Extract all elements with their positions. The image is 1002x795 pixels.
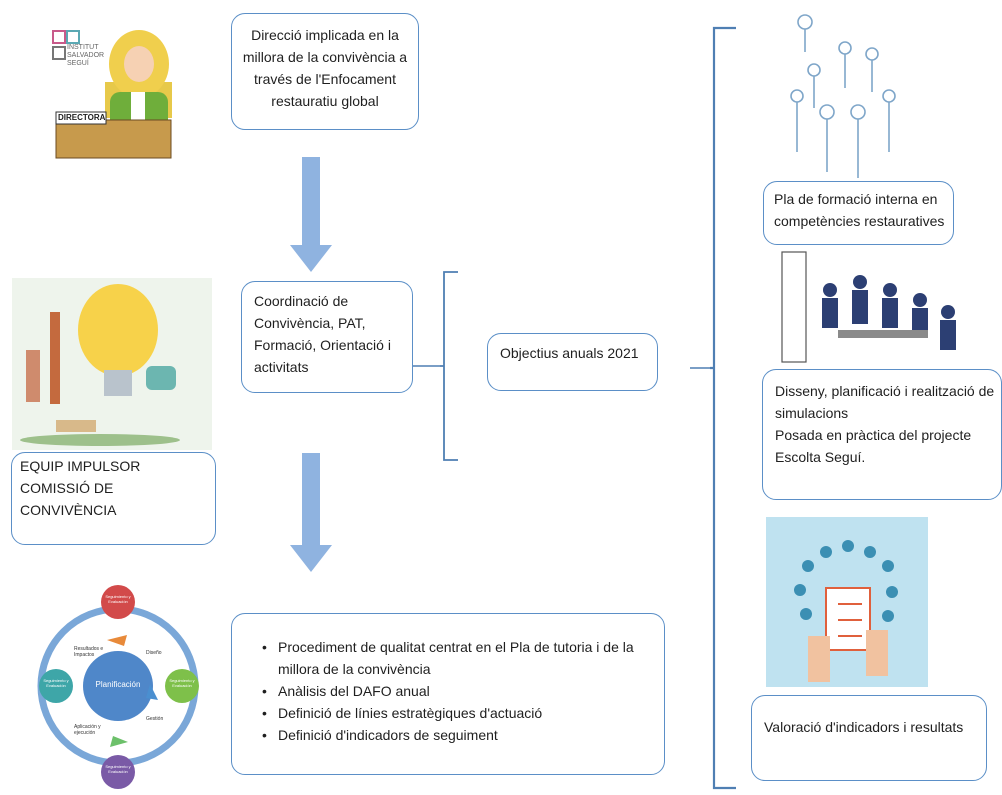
objectius-label: Objectius anuals 2021 (500, 345, 639, 361)
equip-line-3: CONVIVÈNCIA (20, 502, 117, 518)
coordinacio-line-3: Formació, Orientació i (254, 337, 391, 353)
logo-line-2: SALVADOR (67, 52, 105, 59)
direccio-box: Direcció implicada en la millora de la c… (231, 13, 419, 130)
cycle-label-results: Resultados e Impactos (74, 646, 104, 658)
coordinacio-line-4: activitats (254, 359, 309, 375)
logo-line-3: SEGUÍ (67, 60, 89, 67)
procediment-item-3: Definició de línies estratègiques d'actu… (262, 702, 650, 724)
objectius-box: Objectius anuals 2021 (487, 333, 658, 391)
simulacions-line-2: simulacions (775, 405, 849, 421)
logo-square-gray (52, 46, 66, 60)
small-brace (440, 271, 458, 461)
logo-square-teal (66, 30, 80, 44)
direccio-line-4: restauratiu global (271, 93, 379, 109)
cycle-node-bottom: Seguimiento y Evaluación (105, 764, 131, 774)
director-sign: DIRECTORA (58, 113, 106, 122)
school-logo: INSTITUT SALVADOR SEGUÍ (52, 30, 110, 90)
cycle-center-label: Planificación (95, 680, 141, 689)
equip-line-1: EQUIP IMPULSOR (20, 458, 141, 474)
valoracio-box: Valoració d'indicadors i resultats (751, 695, 987, 781)
logo-square-pink (52, 30, 66, 44)
logo-line-1: INSTITUT (67, 44, 99, 51)
down-arrow-2 (290, 453, 332, 572)
simulacions-box: Disseny, planificació i realització de s… (762, 369, 1002, 500)
formacio-line-1: Pla de formació interna en (774, 191, 938, 207)
procediment-item-2: Anàlisis del DAFO anual (262, 680, 650, 702)
procediment-box: Procediment de qualitat centrat en el Pl… (231, 613, 665, 775)
procediment-list: Procediment de qualitat centrat en el Pl… (256, 636, 650, 746)
simulacions-line-1: Disseny, planificació i realització de (775, 383, 995, 399)
procediment-item-4: Definició d'indicadors de seguiment (262, 724, 650, 746)
direccio-line-2: millora de la convivència a (242, 49, 408, 65)
direccio-line-3: través de l'Enfocament (254, 71, 396, 87)
procediment-item-1: Procediment de qualitat centrat en el Pl… (262, 636, 650, 680)
cycle-node-right: Seguimiento y Evaluación (169, 678, 195, 688)
simulacions-line-3: Posada en pràctica del projecte (775, 427, 972, 443)
cycle-label-application: Aplicación y ejecución (74, 724, 101, 736)
direccio-line-1: Direcció implicada en la (251, 27, 399, 43)
cycle-label-design: Diseño (146, 650, 162, 656)
equip-box: EQUIP IMPULSOR COMISSIÓ DE CONVIVÈNCIA (11, 452, 216, 545)
big-brace (710, 26, 736, 790)
simulacions-line-4: Escolta Seguí. (775, 449, 866, 465)
formacio-box: Pla de formació interna en competències … (763, 181, 954, 245)
down-arrow-1 (290, 157, 332, 272)
coordinacio-line-1: Coordinació de (254, 293, 349, 309)
cycle-node-top: Seguimiento y Evaluación (105, 594, 131, 604)
cycle-label-management: Gestión (146, 716, 164, 722)
coordinacio-line-2: Convivència, PAT, (254, 315, 366, 331)
equip-line-2: COMISSIÓ DE (20, 480, 114, 496)
formacio-line-2: competències restauratives (774, 213, 945, 229)
cycle-node-left: Seguimiento y Evaluación (43, 678, 69, 688)
valoracio-label: Valoració d'indicadors i resultats (764, 719, 964, 735)
coordinacio-box: Coordinació de Convivència, PAT, Formaci… (241, 281, 413, 393)
